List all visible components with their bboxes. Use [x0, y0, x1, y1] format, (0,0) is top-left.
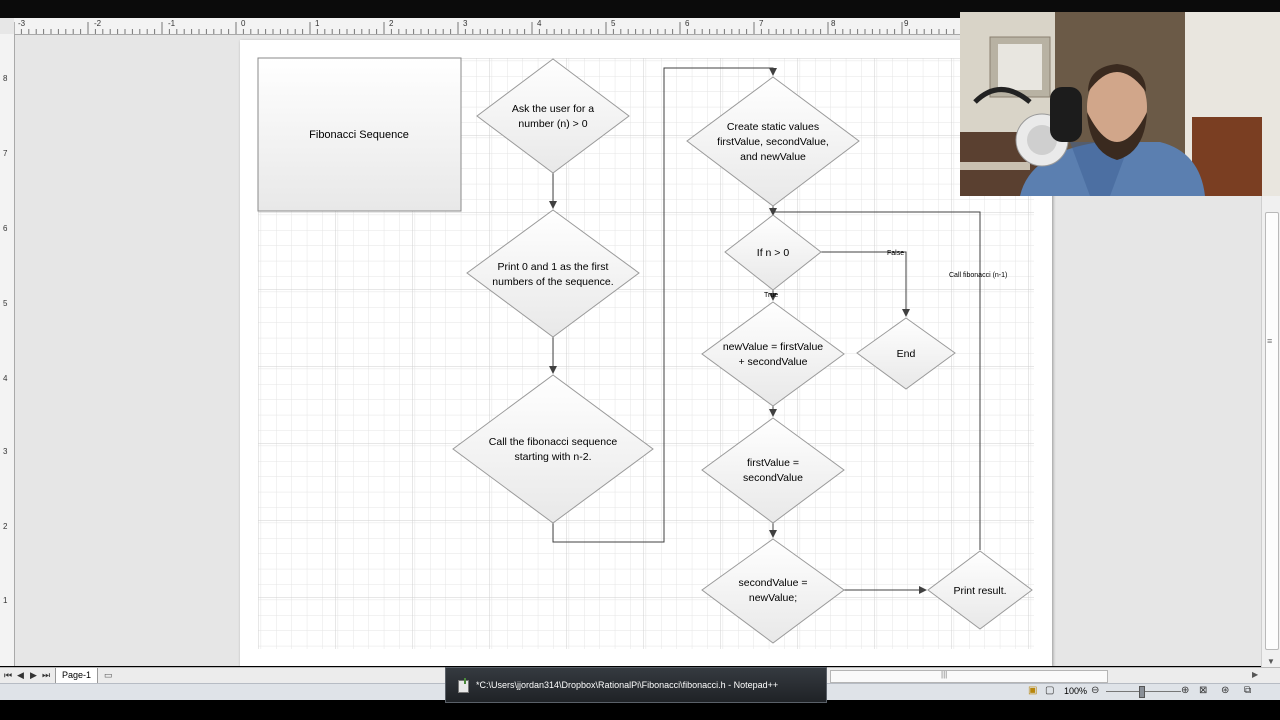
print-result-shape[interactable] [927, 550, 1033, 630]
print-first-shape[interactable] [466, 209, 640, 338]
false-label: False [887, 250, 904, 257]
second-value-text-line1: secondValue = [739, 577, 808, 589]
ruler-label: 7 [759, 19, 764, 28]
ruler-label: 8 [3, 74, 8, 83]
create-static-shape[interactable] [686, 76, 860, 207]
second-value-shape[interactable] [701, 538, 845, 644]
ruler-label: 4 [537, 19, 542, 28]
true-label: True [764, 292, 778, 299]
ruler-label: -3 [18, 19, 26, 28]
notepad-icon [458, 678, 469, 693]
ruler-label: 6 [3, 224, 8, 233]
call-fibonacci-label: Call fibonacci (n-1) [949, 272, 1007, 279]
ruler-label: 5 [611, 19, 616, 28]
ruler-label: -2 [94, 19, 102, 28]
ruler-label: 7 [3, 149, 8, 158]
connector [552, 67, 777, 543]
next-page-icon[interactable]: ▶ [30, 670, 37, 680]
title-box-text: Fibonacci Sequence [309, 129, 409, 141]
ruler-label: 4 [3, 374, 8, 383]
new-value-text-line1: newValue = firstValue [723, 341, 823, 353]
ruler-label: 1 [3, 596, 8, 605]
horizontal-ruler: -3 -2 -1 0 1 2 3 4 5 6 7 8 9 [14, 18, 960, 35]
zoom-level[interactable]: 100% [1064, 686, 1088, 696]
connector [821, 251, 910, 317]
zoom-slider-handle[interactable] [1139, 686, 1145, 698]
ruler-label: 2 [389, 19, 394, 28]
scroll-right-icon[interactable]: ▶ [1252, 670, 1259, 679]
insert-page-icon[interactable]: ▭ [104, 670, 113, 680]
ruler-label: 8 [831, 19, 836, 28]
flowchart-diagram[interactable]: Fibonacci Sequence Ask the user for a nu… [240, 40, 1052, 666]
scroll-grip-icon: ||| [941, 670, 948, 679]
create-static-text-line2: firstValue, secondValue, [717, 136, 829, 148]
first-value-text-line2: secondValue [743, 472, 803, 484]
if-n-text: If n > 0 [757, 247, 790, 259]
ruler-label: 3 [3, 447, 8, 456]
drawing-page[interactable]: Fibonacci Sequence Ask the user for a nu… [240, 40, 1052, 666]
ask-user-shape[interactable] [476, 58, 630, 174]
first-value-shape[interactable] [701, 417, 845, 524]
zoom-out-icon[interactable]: ⊖ [1091, 685, 1100, 696]
new-value-text-line2: + secondValue [739, 356, 808, 368]
connector [773, 211, 981, 550]
print-first-text-line1: Print 0 and 1 as the first [498, 261, 609, 273]
ruler-corner [0, 18, 15, 35]
end-shape[interactable] [856, 317, 956, 390]
notepad-taskbar-item[interactable]: *C:\Users\jjordan314\Dropbox\RationalPi\… [445, 667, 827, 703]
print-first-text-line2: numbers of the sequence. [492, 276, 613, 288]
last-page-icon[interactable]: ⏭ [42, 670, 51, 680]
new-value-shape[interactable] [701, 301, 845, 407]
previous-page-icon[interactable]: ◀ [17, 670, 24, 680]
second-value-text-line2: newValue; [749, 592, 797, 604]
vertical-ruler: 8 7 6 5 4 3 2 1 [0, 34, 15, 666]
ask-user-text-line1: Ask the user for a [512, 103, 594, 115]
taskbar [0, 700, 1280, 720]
if-n-shape[interactable] [724, 214, 822, 291]
zoom-in-icon[interactable]: ⊕ [1181, 685, 1190, 696]
ruler-label: 6 [685, 19, 690, 28]
connectors [549, 67, 981, 594]
first-page-icon[interactable]: ⏮ [4, 670, 13, 680]
print-result-text: Print result. [953, 585, 1006, 597]
vertical-scrollbar[interactable]: ≡ ▼ [1261, 196, 1280, 668]
full-screen-icon[interactable]: ▣ [1028, 685, 1038, 696]
ruler-label: 1 [315, 19, 320, 28]
vertical-scrollbar-thumb[interactable] [1265, 212, 1279, 650]
switch-windows-icon[interactable]: ⧉ [1244, 685, 1252, 696]
page-view-icon[interactable]: ▢ [1045, 685, 1055, 696]
tab-page-1[interactable]: Page-1 [55, 668, 99, 684]
webcam-overlay [960, 12, 1280, 196]
title-box-shape[interactable] [257, 57, 462, 212]
ask-user-text-line2: number (n) > 0 [518, 118, 587, 130]
pan-zoom-icon[interactable]: ⊛ [1221, 685, 1230, 696]
call-sequence-text-line1: Call the fibonacci sequence [489, 436, 618, 448]
first-value-text-line1: firstValue = [747, 457, 799, 469]
call-sequence-shape[interactable] [452, 374, 654, 524]
ruler-label: 3 [463, 19, 468, 28]
end-text: End [897, 348, 916, 360]
horizontal-scrollbar[interactable]: ||| [830, 670, 1108, 683]
create-static-text-line3: and newValue [740, 151, 806, 163]
webcam-image [960, 12, 1280, 196]
ruler-label: 9 [904, 19, 909, 28]
ruler-label: -1 [168, 19, 176, 28]
ruler-label: 5 [3, 299, 8, 308]
create-static-text-line1: Create static values [727, 121, 819, 133]
ruler-ticks [14, 22, 955, 34]
fit-page-icon[interactable]: ⊠ [1199, 685, 1208, 696]
scroll-grip-icon: ≡ [1267, 336, 1273, 346]
ruler-label: 0 [241, 19, 246, 28]
scroll-down-icon[interactable]: ▼ [1267, 657, 1275, 666]
ruler-label: 2 [3, 522, 8, 531]
call-sequence-text-line2: starting with n-2. [514, 451, 591, 463]
notepad-window-title: *C:\Users\jjordan314\Dropbox\RationalPi\… [476, 680, 779, 690]
